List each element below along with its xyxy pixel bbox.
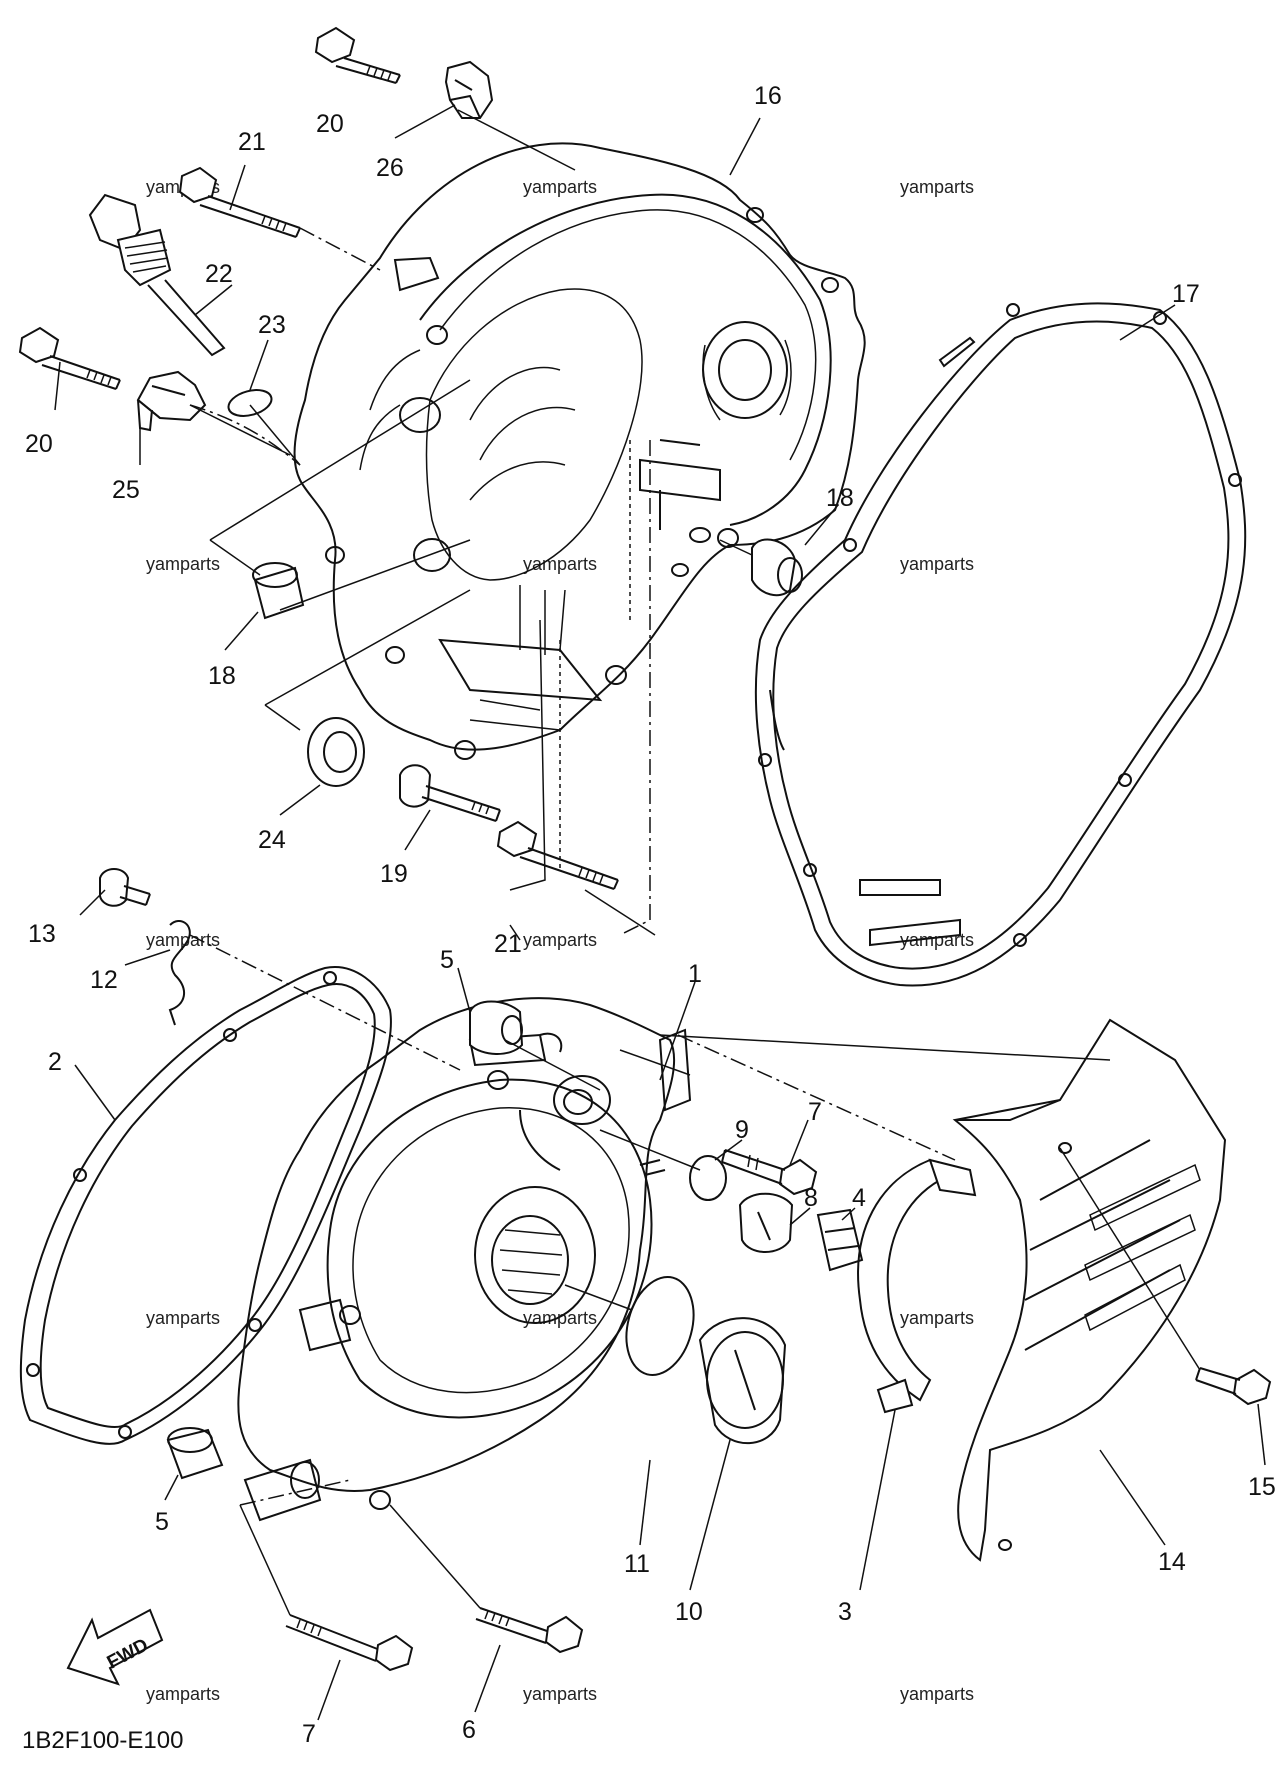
gasket-2: [19, 966, 392, 1445]
part-number-label: 5: [440, 946, 454, 974]
watermark: yamparts: [900, 1308, 974, 1328]
crankcase-cover-16: [293, 142, 866, 760]
leader-lines: [54, 104, 1266, 1721]
cover-3: [857, 1158, 977, 1414]
part-number-label: 13: [28, 920, 56, 948]
bolt-7-right: [721, 1149, 818, 1196]
part-number-label: 20: [316, 110, 344, 138]
part-number-label: 26: [376, 154, 404, 182]
bolt-19: [399, 764, 501, 822]
part-number-label: 6: [462, 1716, 476, 1744]
part-number-label: 10: [675, 1598, 703, 1626]
part-number-label: 19: [380, 860, 408, 888]
o-ring-23: [227, 389, 273, 417]
bolt-6: [475, 1607, 584, 1654]
collar-18-right: [751, 538, 803, 597]
watermark: yamparts: [146, 1684, 220, 1704]
clip-25: [136, 370, 207, 432]
part-number-label: 1: [688, 960, 702, 988]
part-number-label: 16: [754, 82, 782, 110]
damper-4: [816, 1208, 864, 1272]
dipstick-22: [88, 193, 226, 357]
part-number-label: 24: [258, 826, 286, 854]
assembly-lines: [189, 109, 1201, 1616]
plug-8: [738, 1192, 794, 1253]
oil-seal-24: [307, 717, 365, 787]
bolt-15: [1195, 1367, 1272, 1406]
bolt-13: [99, 868, 151, 907]
watermark: yamparts: [146, 930, 220, 950]
cap-10: [698, 1317, 787, 1445]
watermark: yamparts: [523, 1684, 597, 1704]
gasket-17: [754, 302, 1247, 987]
part-number-label: 4: [852, 1184, 866, 1212]
part-number-label: 3: [838, 1598, 852, 1626]
watermark: yamparts: [523, 177, 597, 197]
o-ring-9: [689, 1155, 727, 1201]
crankcase-cover-1: [237, 997, 692, 1522]
watermark: yamparts: [900, 554, 974, 574]
part-number-label: 9: [735, 1116, 749, 1144]
spring-12: [168, 920, 191, 1026]
watermark: yamparts: [146, 554, 220, 574]
watermark-layer: yamparts yamparts yamparts yamparts yamp…: [146, 177, 974, 1704]
bolt-20-left: [18, 326, 121, 390]
part-number-label: 22: [205, 260, 233, 288]
watermark: yamparts: [146, 1308, 220, 1328]
part-number-label: 18: [826, 484, 854, 512]
o-ring-11: [625, 1275, 695, 1377]
collar-5-bottom: [166, 1427, 224, 1480]
part-number-label: 5: [155, 1508, 169, 1536]
clip-26: [444, 60, 494, 119]
part-number-label: 2: [48, 1048, 62, 1076]
part-number-label: 25: [112, 476, 140, 504]
bolt-21-mid: [496, 820, 619, 890]
part-number-label: 20: [25, 430, 53, 458]
callout-labels: 20 26 16 21 22 23 20 25 17 18 18 24 19 1…: [25, 82, 1276, 1748]
part-number-label: 7: [302, 1720, 316, 1748]
watermark: yamparts: [523, 554, 597, 574]
part-number-label: 11: [624, 1550, 650, 1578]
part-number-label: 15: [1248, 1473, 1276, 1501]
part-number-label: 17: [1172, 280, 1200, 308]
forward-direction-arrow: FWD: [66, 1608, 164, 1686]
collar-5-top: [469, 1000, 524, 1055]
collar-18-left: [252, 562, 305, 620]
part-number-label: 21: [238, 128, 266, 156]
part-number-label: 14: [1158, 1548, 1186, 1576]
part-number-label: 8: [804, 1184, 818, 1212]
watermark: yamparts: [900, 177, 974, 197]
diagram-code: 1B2F100-E100: [22, 1727, 183, 1754]
part-number-label: 21: [494, 930, 522, 958]
bolt-7-bottom: [285, 1614, 414, 1672]
part-number-label: 23: [258, 311, 286, 339]
watermark: yamparts: [900, 1684, 974, 1704]
part-number-label: 18: [208, 662, 236, 690]
part-number-label: 12: [90, 966, 118, 994]
watermark: yamparts: [523, 930, 597, 950]
bolt-20-top: [314, 26, 401, 84]
part-number-label: 7: [808, 1098, 822, 1126]
sprocket-cover-14: [952, 1018, 1227, 1562]
bolt-21-top: [178, 166, 301, 238]
